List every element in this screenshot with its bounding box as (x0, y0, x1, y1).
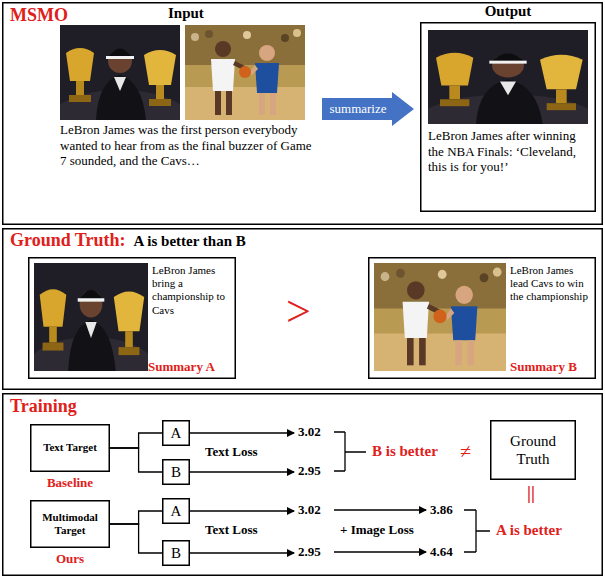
candidate-box: A (162, 420, 190, 446)
arrow-fill (322, 92, 414, 126)
input-photo-game (185, 25, 305, 120)
comparison-sign: > (286, 286, 311, 339)
summary-text: LeBron James lead Cavs to win the champi… (510, 264, 592, 304)
bracket-connector (110, 448, 162, 472)
summary-tag: Summary B (510, 359, 577, 375)
loss-name: + Image Loss (340, 522, 414, 538)
panel-heading: MSMO (10, 5, 68, 27)
verdict: A is better (496, 521, 562, 539)
ground-truth-text: Ground Truth (496, 432, 570, 468)
bracket-connector (110, 524, 162, 553)
verdict: B is better (372, 442, 438, 460)
summary-a-photo (25, 263, 158, 405)
panel-heading: Ground Truth: (10, 230, 126, 252)
summary-box: LeBron James lead Cavs to win the champi… (368, 257, 596, 379)
target-box: Text TargetBaseline (30, 424, 110, 472)
candidate-label: B (171, 544, 181, 562)
candidate-label: B (171, 463, 181, 481)
not-equal-sign: ≠ (460, 439, 471, 463)
output-box: OutputLeBron James after winning the NBA… (420, 22, 596, 212)
panel-subheading: A is better than B (134, 232, 246, 250)
summary-text: LeBron James bring a championship to Cav… (152, 264, 232, 317)
candidate-label: A (171, 424, 182, 442)
target-box: Multimodal TargetOurs (30, 500, 110, 548)
target-text: Multimodal Target (34, 511, 106, 537)
summary-tag: Summary A (148, 359, 215, 375)
target-text: Text Target (43, 441, 97, 454)
candidate-box: B (162, 540, 190, 566)
equal-sign: || (527, 483, 535, 505)
loss-value: 2.95 (298, 463, 321, 479)
panel: MSMOsummarizeOutputLeBron James after wi… (2, 2, 603, 225)
loss-value: 3.02 (298, 424, 321, 440)
candidate-box: A (162, 498, 190, 524)
loss-arrows (190, 432, 490, 553)
output-heading: Output (420, 2, 596, 20)
loss-value: 3.02 (298, 502, 321, 518)
bracket-connector (110, 511, 162, 524)
input-article: LeBron James was the first person everyb… (60, 122, 315, 169)
summary-box: LeBron James bring a championship to Cav… (28, 257, 236, 379)
method-tag: Ours (30, 551, 110, 567)
loss-value: 4.64 (430, 544, 453, 560)
candidate-box: B (162, 459, 190, 485)
loss-name: Text Loss (205, 444, 258, 460)
summarize-arrow: summarize (322, 92, 414, 126)
ground-truth-box: Ground Truth (490, 420, 576, 480)
heading-row: Ground Truth: A is better than B (10, 230, 246, 252)
output-summary: LeBron James after winning the NBA Final… (428, 128, 588, 175)
bracket-connector (110, 433, 162, 448)
loss-value: 3.86 (430, 502, 453, 518)
summary-b-photo (374, 263, 506, 371)
loss-value: 2.95 (298, 544, 321, 560)
panel-heading: Training (10, 396, 77, 418)
method-tag: Baseline (30, 475, 110, 491)
arrow-text: summarize (329, 101, 386, 117)
candidate-label: A (171, 502, 182, 520)
loss-name: Text Loss (205, 522, 258, 538)
column-heading: Input (168, 4, 204, 22)
